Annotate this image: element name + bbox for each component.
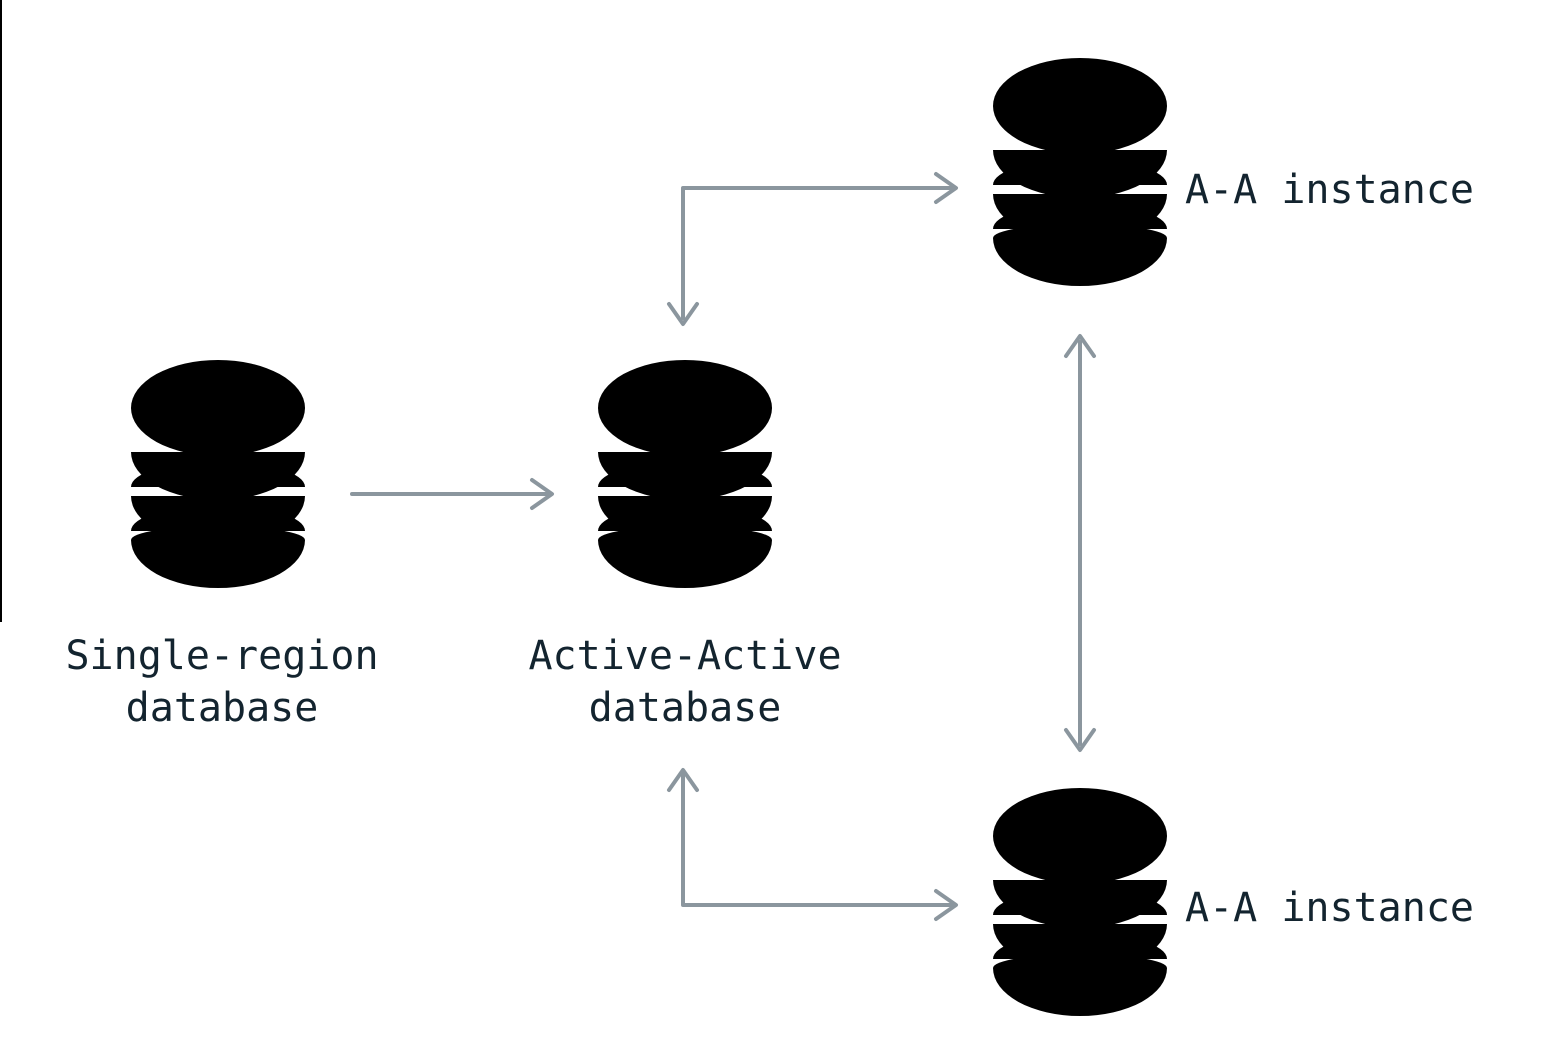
arrowhead-right-icon xyxy=(530,478,554,510)
left-edge-line xyxy=(0,0,2,622)
aa-instance-bottom-label: A-A instance xyxy=(1185,885,1474,931)
arrowhead-up-icon xyxy=(667,768,699,792)
arrowhead-up-icon xyxy=(1064,334,1096,358)
aa-instance-top-label: A-A instance xyxy=(1185,167,1474,213)
arrowhead-right-icon xyxy=(934,172,958,204)
arrow-single-to-active xyxy=(350,478,554,510)
arrowhead-right-icon xyxy=(934,889,958,921)
arrow-active-to-top-instance xyxy=(667,172,958,326)
active-active-database-label: Active-Active database xyxy=(528,633,842,731)
single-region-database-label: Single-region database xyxy=(65,633,379,731)
arrow-active-to-bottom-instance xyxy=(667,768,958,921)
arrowhead-down-icon xyxy=(1064,728,1096,752)
arrowhead-down-icon xyxy=(667,302,699,326)
arrow-top-to-bottom-instance xyxy=(1064,334,1096,752)
